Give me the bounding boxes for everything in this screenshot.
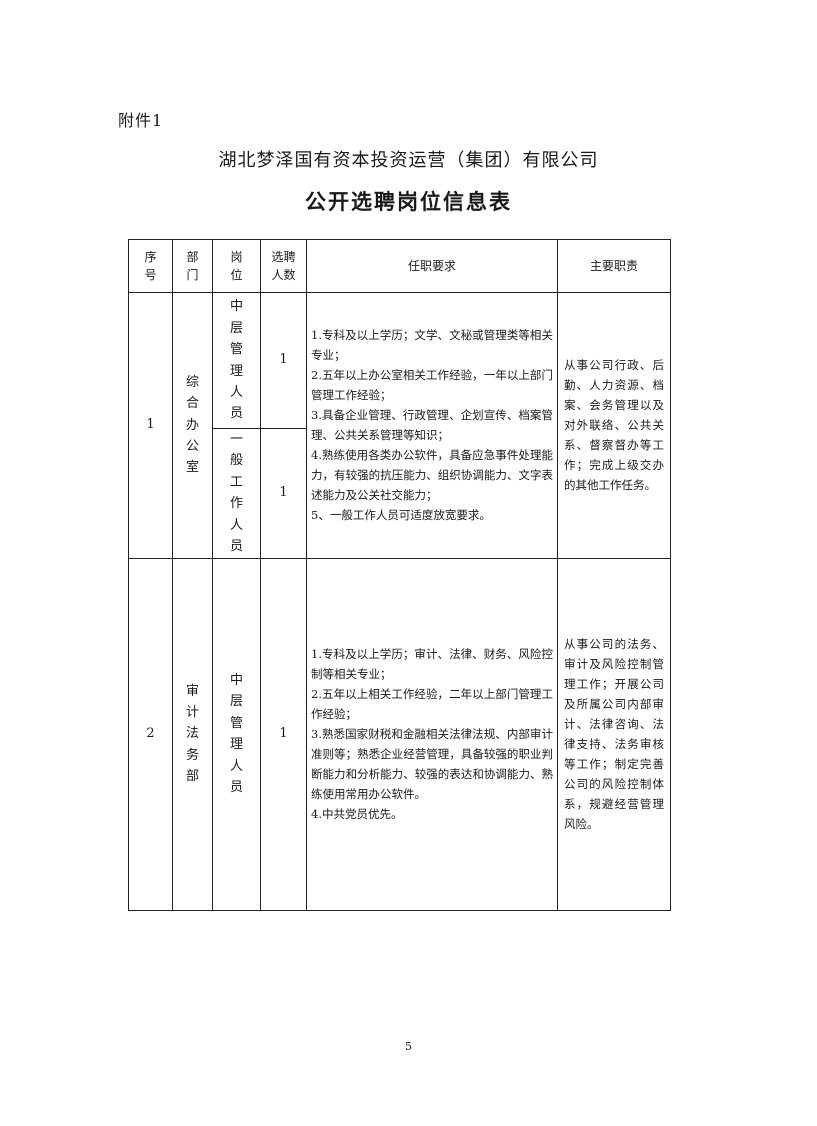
requirement-item: 1.专科及以上学历；审计、法律、财务、风险控制等相关专业； [311, 647, 553, 682]
row-requirements: 1.专科及以上学历；文学、文秘或管理类等相关专业； 2.五年以上办公室相关工作经… [306, 292, 558, 559]
requirement-item: 4.中共党员优先。 [311, 807, 403, 822]
requirement-item: 3.具备企业管理、行政管理、企划宣传、档案管理、公共关系管理等知识； [311, 408, 553, 443]
header-post: 岗位 [212, 239, 261, 293]
table-header-row: 序号 部门 岗位 选聘人数 任职要求 主要职责 [128, 239, 671, 293]
row-dept: 审计法务部 [172, 557, 213, 911]
company-title: 湖北梦泽国有资本投资运营（集团）有限公司 [218, 150, 599, 171]
row-count: 1 [260, 428, 307, 559]
page-number: 5 [405, 1040, 412, 1053]
requirement-item: 2.五年以上相关工作经验，二年以上部门管理工作经验； [311, 687, 553, 722]
requirement-item: 1.专科及以上学历；文学、文秘或管理类等相关专业； [311, 328, 553, 363]
header-requirements: 任职要求 [306, 239, 558, 293]
table-title: 公开选聘岗位信息表 [305, 189, 512, 214]
table-row: 1 综合办公室 中层管理人员 1 1.专科及以上学历；文学、文秘或管理类等相关专… [128, 292, 671, 559]
row-post: 一般工作人员 [212, 428, 261, 559]
row-duties: 从事公司的法务、审计及风险控制管理工作；开展公司及所属公司内部审计、法律咨询、法… [557, 557, 671, 911]
row-requirements: 1.专科及以上学历；审计、法律、财务、风险控制等相关专业； 2.五年以上相关工作… [306, 557, 558, 911]
row-post: 中层管理人员 [212, 557, 261, 911]
table-row: 一般工作人员 1 [129, 428, 671, 559]
row-duties: 从事公司行政、后勤、人力资源、档案、会务管理以及对外联络、公共关系、督察督办等工… [557, 292, 671, 559]
header-duties: 主要职责 [557, 239, 671, 293]
attachment-label: 附件1 [118, 111, 164, 130]
row-count: 1 [260, 292, 307, 429]
row-post: 中层管理人员 [212, 292, 261, 429]
row-count: 1 [260, 557, 307, 911]
header-dept: 部门 [172, 239, 213, 293]
positions-table: 序号 部门 岗位 选聘人数 任职要求 主要职责 1 综合办公室 中层管理人员 1… [128, 239, 671, 911]
requirement-item: 3.熟悉国家财税和金融相关法律法规、内部审计准则等；熟悉企业经营管理，具备较强的… [311, 727, 553, 802]
requirement-item: 2.五年以上办公室相关工作经验，一年以上部门管理工作经验； [311, 368, 553, 403]
requirement-item: 5、一般工作人员可适度放宽要求。 [311, 508, 491, 523]
row-dept: 综合办公室 [172, 292, 213, 559]
header-seq: 序号 [128, 239, 173, 293]
header-count: 选聘人数 [260, 239, 307, 293]
requirement-item: 4.熟练使用各类办公软件，具备应急事件处理能力，有较强的抗压能力、组织协调能力、… [311, 448, 553, 503]
row-seq: 1 [128, 292, 173, 559]
table-row: 2 审计法务部 中层管理人员 1 1.专科及以上学历；审计、法律、财务、风险控制… [128, 557, 671, 911]
row-seq: 2 [128, 557, 173, 911]
